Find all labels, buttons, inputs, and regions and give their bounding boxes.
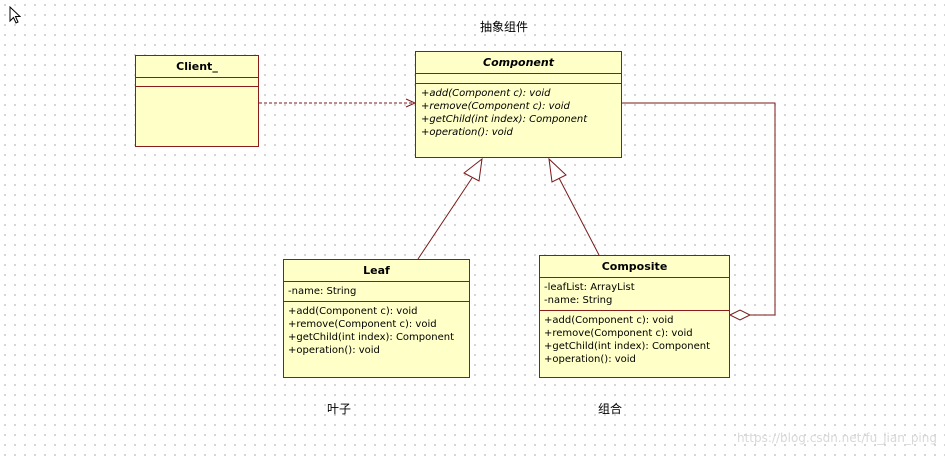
aggregation-diamond (728, 309, 752, 321)
leaf-op-operation: +operation(): void (288, 345, 380, 356)
composite-op-add: +add(Component c): void (544, 315, 674, 326)
component-op-remove: +remove(Component c): void (421, 101, 570, 112)
composite-class[interactable]: Composite -leafList: ArrayList -name: St… (539, 255, 730, 378)
composite-attr-name: -name: String (544, 295, 613, 306)
component-class-name: Component (416, 52, 621, 74)
leaf-inheritance-line (417, 177, 473, 260)
composite-inheritance-arrowhead (548, 157, 567, 183)
leaf-op-getchild: +getChild(int index): Component (288, 332, 455, 343)
component-op-getchild: +getChild(int index): Component (421, 114, 588, 125)
composite-class-name: Composite (540, 256, 729, 278)
component-class[interactable]: Component +add(Component c): void +remov… (415, 51, 622, 158)
composite-attributes: -leafList: ArrayList -name: String (540, 278, 729, 311)
aggregation-line (622, 102, 776, 316)
component-op-add: +add(Component c): void (421, 88, 551, 99)
leaf-operations: +add(Component c): void +remove(Componen… (284, 302, 469, 360)
client-attributes (136, 78, 258, 87)
composite-caption: 组合 (598, 402, 623, 416)
mouse-cursor-icon (9, 6, 21, 24)
client-class[interactable]: Client_ (135, 55, 259, 147)
composite-op-operation: +operation(): void (544, 354, 636, 365)
leaf-caption: 叶子 (327, 402, 352, 416)
component-op-operation: +operation(): void (421, 127, 513, 138)
composite-attr-leaflist: -leafList: ArrayList (544, 282, 635, 293)
leaf-op-add: +add(Component c): void (288, 306, 418, 317)
client-class-name: Client_ (136, 56, 258, 78)
component-attributes (416, 74, 621, 84)
component-operations: +add(Component c): void +remove(Componen… (416, 84, 621, 142)
composite-operations: +add(Component c): void +remove(Componen… (540, 311, 729, 369)
composite-op-getchild: +getChild(int index): Component (544, 341, 711, 352)
leaf-op-remove: +remove(Component c): void (288, 319, 437, 330)
leaf-attributes: -name: String (284, 282, 469, 302)
leaf-attr-name: -name: String (288, 286, 357, 297)
component-caption: 抽象组件 (480, 20, 529, 34)
composite-inheritance-line (558, 177, 600, 256)
leaf-class-name: Leaf (284, 260, 469, 282)
watermark-text: https://blog.csdn.net/fu_jian_ping (737, 431, 937, 445)
leaf-class[interactable]: Leaf -name: String +add(Component c): vo… (283, 259, 470, 378)
composite-op-remove: +remove(Component c): void (544, 328, 693, 339)
leaf-inheritance-arrowhead (463, 157, 483, 182)
